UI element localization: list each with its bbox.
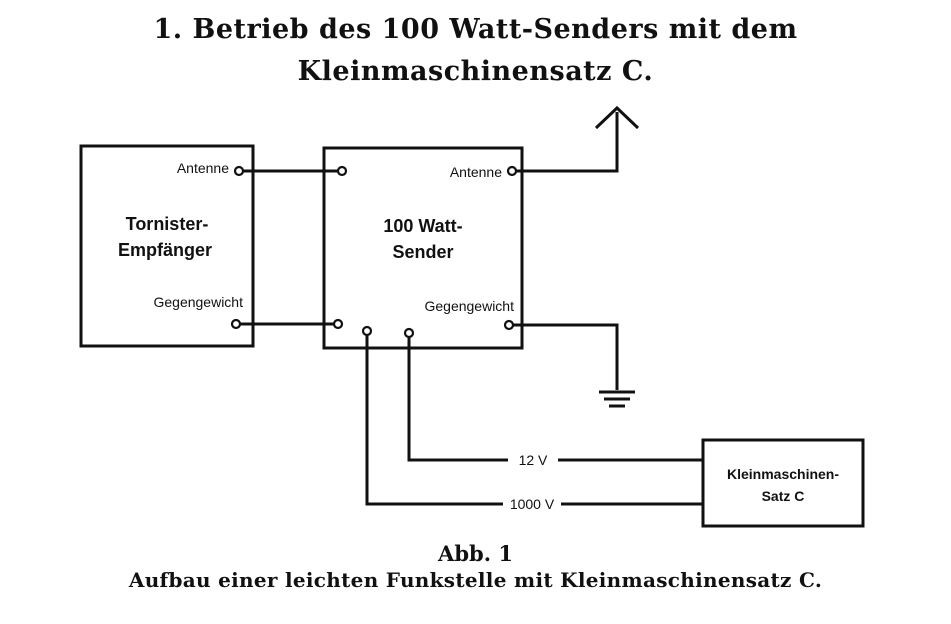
- high-voltage-terminal: [361, 325, 373, 337]
- generator-box: [701, 438, 865, 528]
- receiver-counterpoise-terminal: [230, 318, 242, 330]
- transmitter-input-antenna-terminal: [336, 165, 348, 177]
- transmitter-counterpoise-terminal: [503, 319, 515, 331]
- receiver-antenna-terminal: [233, 165, 245, 177]
- receiver-antenna-label: Antenne: [177, 160, 229, 176]
- generator-name-line-2: Satz C: [762, 488, 805, 504]
- antenna-icon: [594, 105, 640, 130]
- ground-icon: [599, 390, 635, 408]
- figure-number: Abb. 1: [438, 541, 513, 566]
- transmitter-name-line-1: 100 Watt-: [383, 216, 462, 236]
- supply-1000v-label: 1000 V: [510, 496, 555, 512]
- ground-wire: [512, 323, 619, 390]
- supply-12v-label: 12 V: [519, 452, 548, 468]
- figure-caption: Aufbau einer leichten Funkstelle mit Kle…: [128, 568, 823, 592]
- antenna-feed-wire: [515, 112, 619, 173]
- supply-1000v-wire-left: [365, 334, 503, 506]
- receiver-counterpoise-label: Gegengewicht: [153, 294, 243, 310]
- title-line-2: Kleinmaschinensatz C.: [297, 56, 654, 87]
- supply-12v-wire-left: [407, 337, 508, 462]
- receiver-name-line-2: Empfänger: [118, 240, 212, 260]
- generator-name-line-1: Kleinmaschinen-: [727, 466, 839, 482]
- title-line-1: 1. Betrieb des 100 Watt-Senders mit dem: [153, 14, 798, 45]
- transmitter-antenna-terminal: [506, 165, 518, 177]
- receiver-box: [79, 144, 255, 348]
- transmitter-counterpoise-label: Gegengewicht: [424, 298, 514, 314]
- transmitter-antenna-label: Antenne: [450, 164, 502, 180]
- low-voltage-terminal: [403, 327, 415, 339]
- receiver-name-line-1: Tornister-: [126, 214, 209, 234]
- transmitter-box: [322, 146, 524, 350]
- transmitter-input-counterpoise-terminal: [332, 318, 344, 330]
- transmitter-name-line-2: Sender: [392, 242, 453, 262]
